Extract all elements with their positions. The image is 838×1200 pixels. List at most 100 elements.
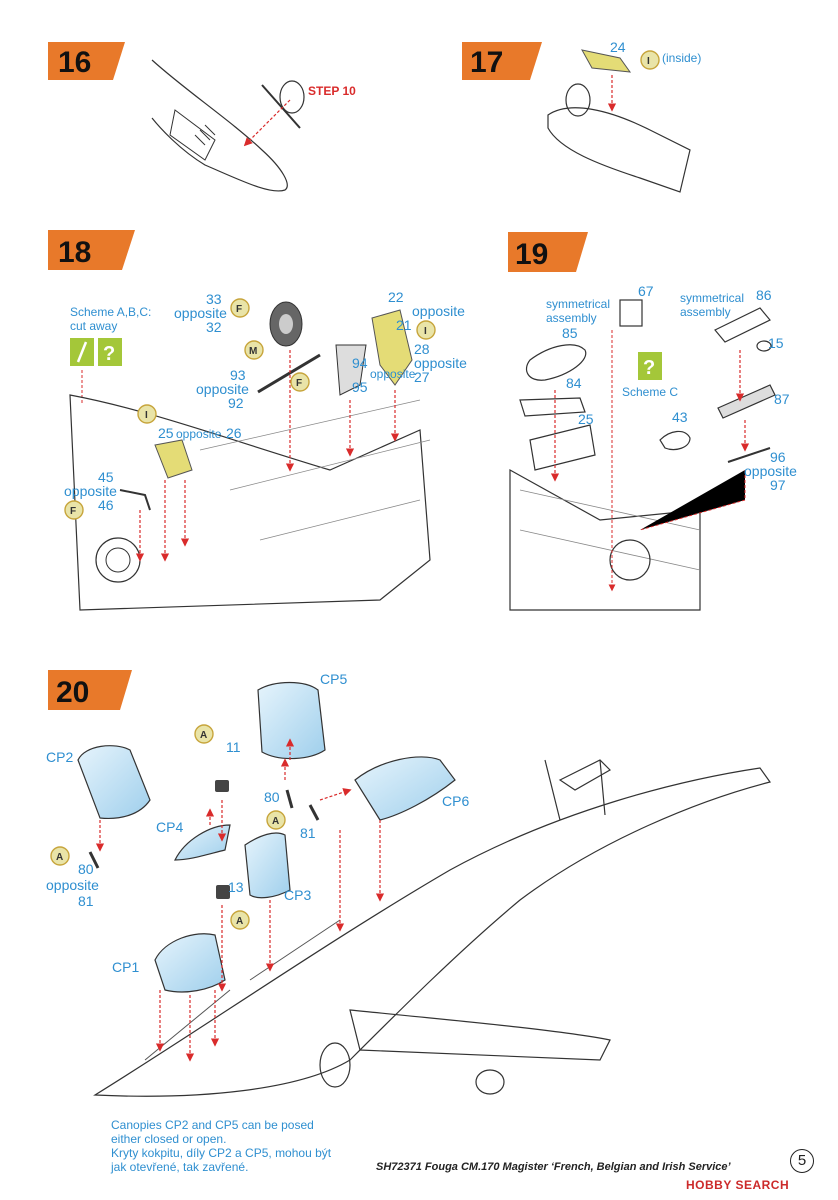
cut-slash [76, 341, 88, 363]
paint-badge-I [640, 50, 660, 70]
paint-badge-F [230, 298, 250, 318]
strut-81 [308, 804, 320, 821]
wing-panel-lines [199, 399, 431, 541]
step-number-19: 19 [515, 238, 548, 271]
nose-outline-17 [547, 107, 691, 193]
nose-wheel-17 [565, 83, 591, 117]
canopy-CP5 [257, 681, 326, 760]
tip-tank-part [525, 344, 587, 381]
scheme-c-icon [638, 352, 662, 380]
svg-text:opposite: opposite [412, 303, 465, 319]
svg-text:opposite: opposite [174, 305, 227, 321]
svg-text:11: 11 [226, 739, 241, 755]
wing-outline-20 [349, 1009, 611, 1061]
step-18: 18 Scheme A,B,C: cut away ? 33 opposite … [48, 230, 467, 611]
canopy-CP1 [154, 933, 226, 993]
paint-badge-A [194, 724, 214, 744]
v-tail [544, 759, 606, 821]
svg-text:22: 22 [388, 289, 404, 305]
canopy-CP3 [244, 832, 291, 899]
fuselage-outline-20 [93, 767, 771, 1097]
svg-text:87: 87 [774, 391, 790, 407]
tip-tank [475, 1069, 505, 1095]
svg-text:13: 13 [228, 879, 244, 895]
svg-text:symmetrical: symmetrical [546, 297, 610, 311]
part-13 [216, 885, 230, 899]
note-line-4: jak otevřené, tak zavřené. [111, 1160, 249, 1174]
svg-text:92: 92 [228, 395, 244, 411]
svg-text:CP4: CP4 [156, 819, 183, 835]
paint-note: (inside) [662, 51, 701, 65]
svg-text:F: F [70, 506, 76, 517]
svg-text:symmetrical: symmetrical [680, 291, 744, 305]
svg-text:A: A [56, 852, 63, 863]
part-25 [529, 424, 596, 471]
svg-text:15: 15 [768, 335, 784, 351]
watermark: HOBBY SEARCH [686, 1178, 790, 1192]
step-badge-19 [508, 232, 588, 272]
note-line-1: Canopies CP2 and CP5 can be posed [111, 1118, 314, 1132]
part-86 [714, 307, 771, 343]
svg-text:CP5: CP5 [320, 671, 347, 687]
svg-text:94: 94 [352, 355, 368, 371]
svg-text:27: 27 [414, 369, 430, 385]
part-67 [619, 299, 643, 327]
kit-footer: SH72371 Fouga CM.170 Magister ‘French, B… [376, 1161, 731, 1173]
step-badge-18 [48, 230, 135, 270]
svg-text:I: I [424, 326, 427, 337]
step-number-16: 16 [58, 46, 91, 79]
paint-code: I [647, 56, 650, 67]
svg-text:81: 81 [78, 893, 94, 909]
svg-text:21: 21 [396, 317, 412, 333]
svg-text:assembly: assembly [680, 305, 731, 319]
part-87 [717, 384, 776, 419]
gear-bay [169, 109, 216, 161]
part-11 [215, 780, 229, 792]
svg-text:93: 93 [230, 367, 246, 383]
svg-text:CP3: CP3 [284, 887, 311, 903]
svg-text:opposite: opposite [744, 463, 797, 479]
paint-badge-I-18 [416, 320, 436, 340]
step-number-17: 17 [470, 46, 503, 79]
svg-text:opposite: opposite [370, 367, 416, 381]
svg-text:97: 97 [770, 477, 786, 493]
svg-text:CP1: CP1 [112, 959, 139, 975]
main-wheel-19 [609, 539, 651, 581]
svg-text:26: 26 [226, 425, 242, 441]
svg-text:F: F [296, 378, 302, 389]
step-ref-label: STEP 10 [308, 84, 356, 98]
note-line-2: either closed or open. [111, 1132, 227, 1146]
canopy-CP2 [77, 745, 151, 820]
gear-door-22 [371, 309, 413, 386]
part-43 [659, 430, 691, 451]
step-19: 19 ? symmetrical assembly 67 85 symmetri… [508, 232, 797, 611]
svg-text:33: 33 [206, 291, 222, 307]
nose-outline [151, 59, 288, 192]
svg-text:95: 95 [352, 379, 368, 395]
svg-text:M: M [249, 346, 257, 357]
bay-detail [194, 124, 216, 146]
assembly-arrow-16 [243, 99, 291, 147]
svg-text:85: 85 [562, 325, 578, 341]
paint-badge-M [244, 340, 264, 360]
part-24-door [581, 49, 632, 73]
svg-text:F: F [236, 304, 242, 315]
svg-text:A: A [272, 816, 279, 827]
svg-text:80: 80 [78, 861, 94, 877]
svg-text:43: 43 [672, 409, 688, 425]
tail-surface [558, 759, 611, 791]
retract-strut [257, 353, 321, 394]
svg-text:A: A [236, 916, 243, 927]
svg-text:I: I [145, 410, 148, 421]
part-24-label: 24 [610, 39, 626, 55]
canopy-note: Canopies CP2 and CP5 can be posed either… [111, 1118, 411, 1174]
question-icon [98, 338, 122, 366]
svg-text:opposite: opposite [414, 355, 467, 371]
svg-text:96: 96 [770, 449, 786, 465]
step-badge-17 [462, 42, 542, 80]
canopy-CP6 [354, 756, 456, 821]
gear-strut [261, 84, 301, 129]
step-number-20: 20 [56, 676, 89, 709]
